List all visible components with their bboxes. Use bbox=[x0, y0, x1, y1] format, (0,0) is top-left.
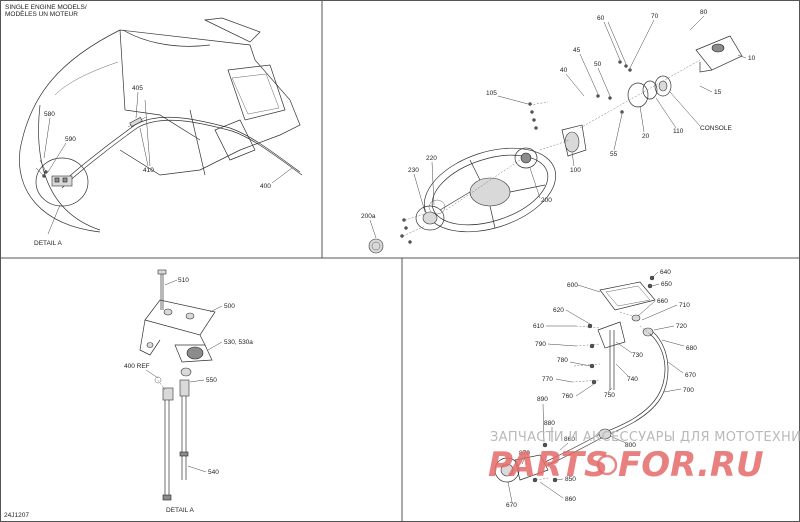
callout-530: 530, 530a bbox=[224, 339, 253, 346]
callout-860-lower: 860 bbox=[565, 496, 576, 503]
panel-bottom-left: 510 500 530, 530a 400 REF 550 540 DETAIL… bbox=[4, 269, 253, 519]
callout-860-upper: 860 bbox=[564, 436, 575, 443]
callout-790: 790 bbox=[535, 341, 546, 348]
callout-700: 700 bbox=[683, 387, 694, 394]
callout-680: 680 bbox=[686, 345, 697, 352]
detail-a-callout bbox=[35, 157, 89, 235]
callout-710: 710 bbox=[679, 302, 690, 309]
callout-80: 80 bbox=[700, 9, 708, 16]
callout-770: 770 bbox=[542, 376, 553, 383]
callout-780: 780 bbox=[557, 357, 568, 364]
callout-880: 880 bbox=[544, 420, 555, 427]
callout-640: 640 bbox=[660, 269, 671, 276]
callout-620: 620 bbox=[553, 307, 564, 314]
watermark: ЗАПЧАСТИ И АКСЕССУАРЫ ДЛЯ МОТОТЕХНИКИ PA… bbox=[488, 430, 800, 485]
panel-top-right: 60 70 80 10 45 40 50 105 15 CONSOLE 20 1… bbox=[361, 9, 756, 254]
callout-50: 50 bbox=[594, 61, 602, 68]
callout-890: 890 bbox=[537, 396, 548, 403]
callout-500: 500 bbox=[224, 303, 235, 310]
header-line-1: SINGLE ENGINE MODELS/ bbox=[5, 4, 87, 11]
callout-800: 800 bbox=[625, 442, 636, 449]
cable-end-assembly bbox=[494, 442, 558, 483]
hub-assembly bbox=[368, 199, 446, 254]
callout-40: 40 bbox=[560, 67, 568, 74]
callout-670-upper: 670 bbox=[685, 372, 696, 379]
callout-45: 45 bbox=[573, 47, 581, 54]
detail-a-label-bottom: DETAIL A bbox=[166, 507, 194, 514]
callout-405: 405 bbox=[132, 85, 143, 92]
detail-a-label-top: DETAIL A bbox=[34, 240, 62, 247]
panel-top-left: SINGLE ENGINE MODELS/ MODÈLES UN MOTEUR bbox=[5, 4, 303, 247]
callout-10: 10 bbox=[748, 55, 756, 62]
callout-20: 20 bbox=[642, 133, 650, 140]
helm-column bbox=[445, 35, 743, 211]
mount-bracket bbox=[139, 299, 216, 377]
throttle-lever bbox=[571, 275, 656, 390]
callout-15: 15 bbox=[714, 89, 722, 96]
callout-console: CONSOLE bbox=[700, 125, 732, 132]
callout-590: 590 bbox=[65, 136, 76, 143]
callout-550: 550 bbox=[206, 377, 217, 384]
callout-540: 540 bbox=[208, 469, 219, 476]
callout-110: 110 bbox=[673, 128, 684, 135]
callout-850: 850 bbox=[565, 476, 576, 483]
panel-bottom-right: 640 600 650 660 620 710 610 720 790 730 … bbox=[494, 269, 697, 509]
callout-760: 760 bbox=[562, 393, 573, 400]
callout-740: 740 bbox=[627, 376, 638, 383]
callout-600: 600 bbox=[567, 282, 578, 289]
callout-400: 400 bbox=[260, 183, 271, 190]
callout-720: 720 bbox=[676, 323, 687, 330]
callout-220: 220 bbox=[426, 155, 437, 162]
callout-730: 730 bbox=[632, 352, 643, 359]
callout-870: 870 bbox=[519, 450, 530, 457]
callout-410: 410 bbox=[143, 167, 154, 174]
watermark-brand-left: PARTS bbox=[488, 445, 608, 485]
callout-610: 610 bbox=[533, 323, 544, 330]
callout-60: 60 bbox=[597, 15, 605, 22]
shaft-rods bbox=[154, 269, 190, 501]
callout-70: 70 bbox=[651, 13, 659, 20]
callout-230: 230 bbox=[408, 167, 419, 174]
callout-200: 200 bbox=[541, 197, 552, 204]
callout-660: 660 bbox=[657, 298, 668, 305]
callout-650: 650 bbox=[661, 281, 672, 288]
callout-670-lower: 670 bbox=[506, 502, 517, 509]
callout-750: 750 bbox=[604, 392, 615, 399]
callout-105: 105 bbox=[486, 90, 497, 97]
callout-400-ref: 400 REF bbox=[124, 363, 150, 370]
callout-510: 510 bbox=[178, 277, 189, 284]
callout-580: 580 bbox=[44, 111, 55, 118]
callout-55: 55 bbox=[610, 151, 618, 158]
hull-drawing bbox=[19, 17, 303, 233]
figure-id: 24J1207 bbox=[4, 512, 29, 519]
callout-200a: 200a bbox=[361, 213, 376, 220]
header-line-2: MODÈLES UN MOTEUR bbox=[5, 9, 78, 18]
watermark-brand-right: FOR.RU bbox=[618, 445, 764, 485]
watermark-tagline: ЗАПЧАСТИ И АКСЕССУАРЫ ДЛЯ МОТОТЕХНИКИ bbox=[490, 430, 800, 445]
steering-wheel bbox=[423, 147, 557, 233]
callout-100: 100 bbox=[570, 167, 581, 174]
throttle-cable bbox=[544, 331, 669, 466]
watermark-gear-icon bbox=[596, 454, 618, 476]
